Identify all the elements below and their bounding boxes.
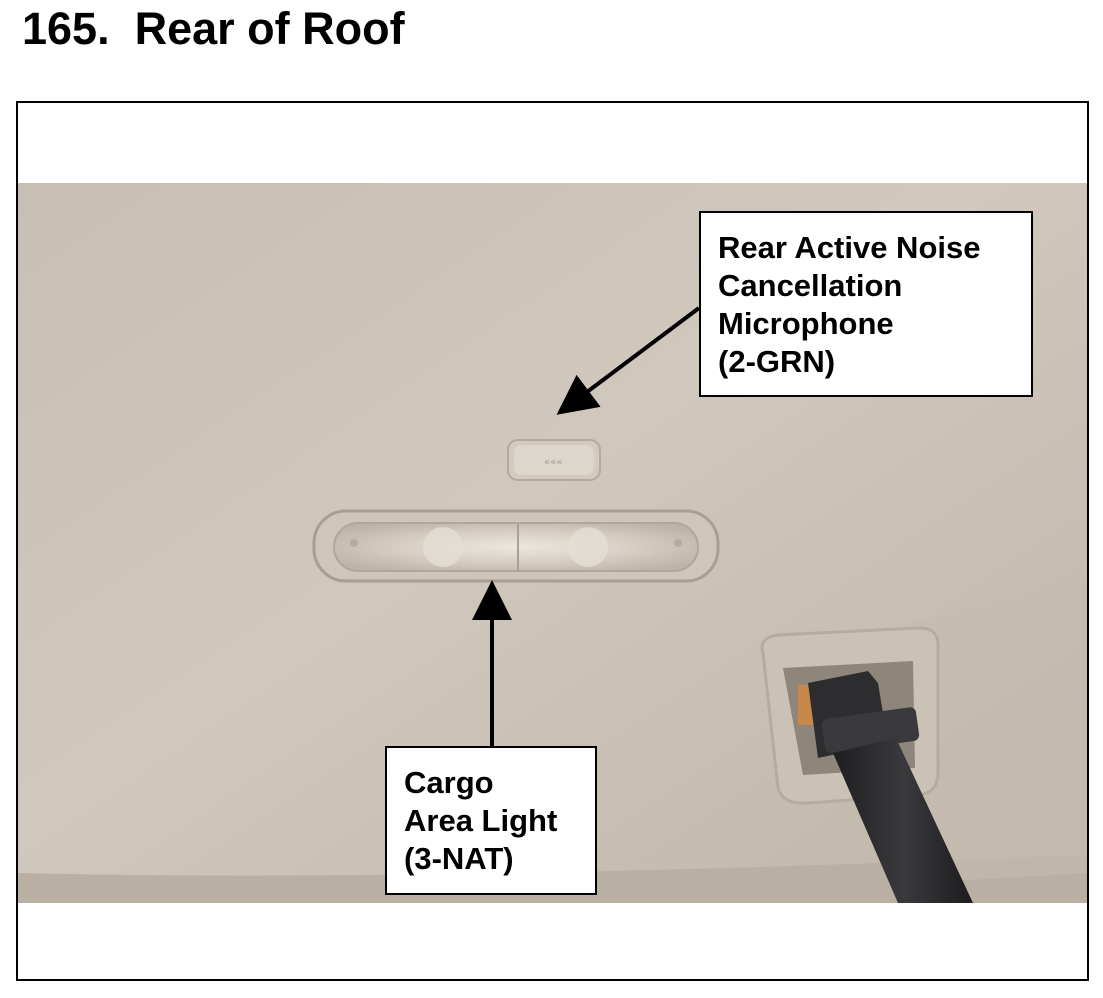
svg-text:«««: ««« bbox=[544, 457, 562, 468]
cargo-area-light bbox=[312, 509, 720, 583]
microphone-arrow bbox=[556, 306, 701, 415]
cargo-light-label-line: Cargo bbox=[404, 765, 494, 800]
microphone-label: Rear Active Noise Cancellation Microphon… bbox=[699, 211, 1033, 397]
callout-arrows bbox=[472, 306, 701, 746]
cargo-light-label: Cargo Area Light (3-NAT) bbox=[385, 746, 597, 895]
page-title: 165. Rear of Roof bbox=[22, 3, 405, 54]
microphone-housing: ««« bbox=[507, 439, 601, 481]
cargo-light-label-line: Area Light bbox=[404, 803, 558, 838]
figure-frame: ««« bbox=[16, 101, 1089, 981]
microphone-label-line: Cancellation bbox=[718, 268, 903, 303]
microphone-label-line: Microphone bbox=[718, 306, 894, 341]
microphone-label-line: Rear Active Noise bbox=[718, 230, 981, 265]
seat-belt bbox=[833, 738, 973, 903]
cargo-light-label-line: (3-NAT) bbox=[404, 841, 514, 876]
microphone-label-line: (2-GRN) bbox=[718, 344, 836, 379]
